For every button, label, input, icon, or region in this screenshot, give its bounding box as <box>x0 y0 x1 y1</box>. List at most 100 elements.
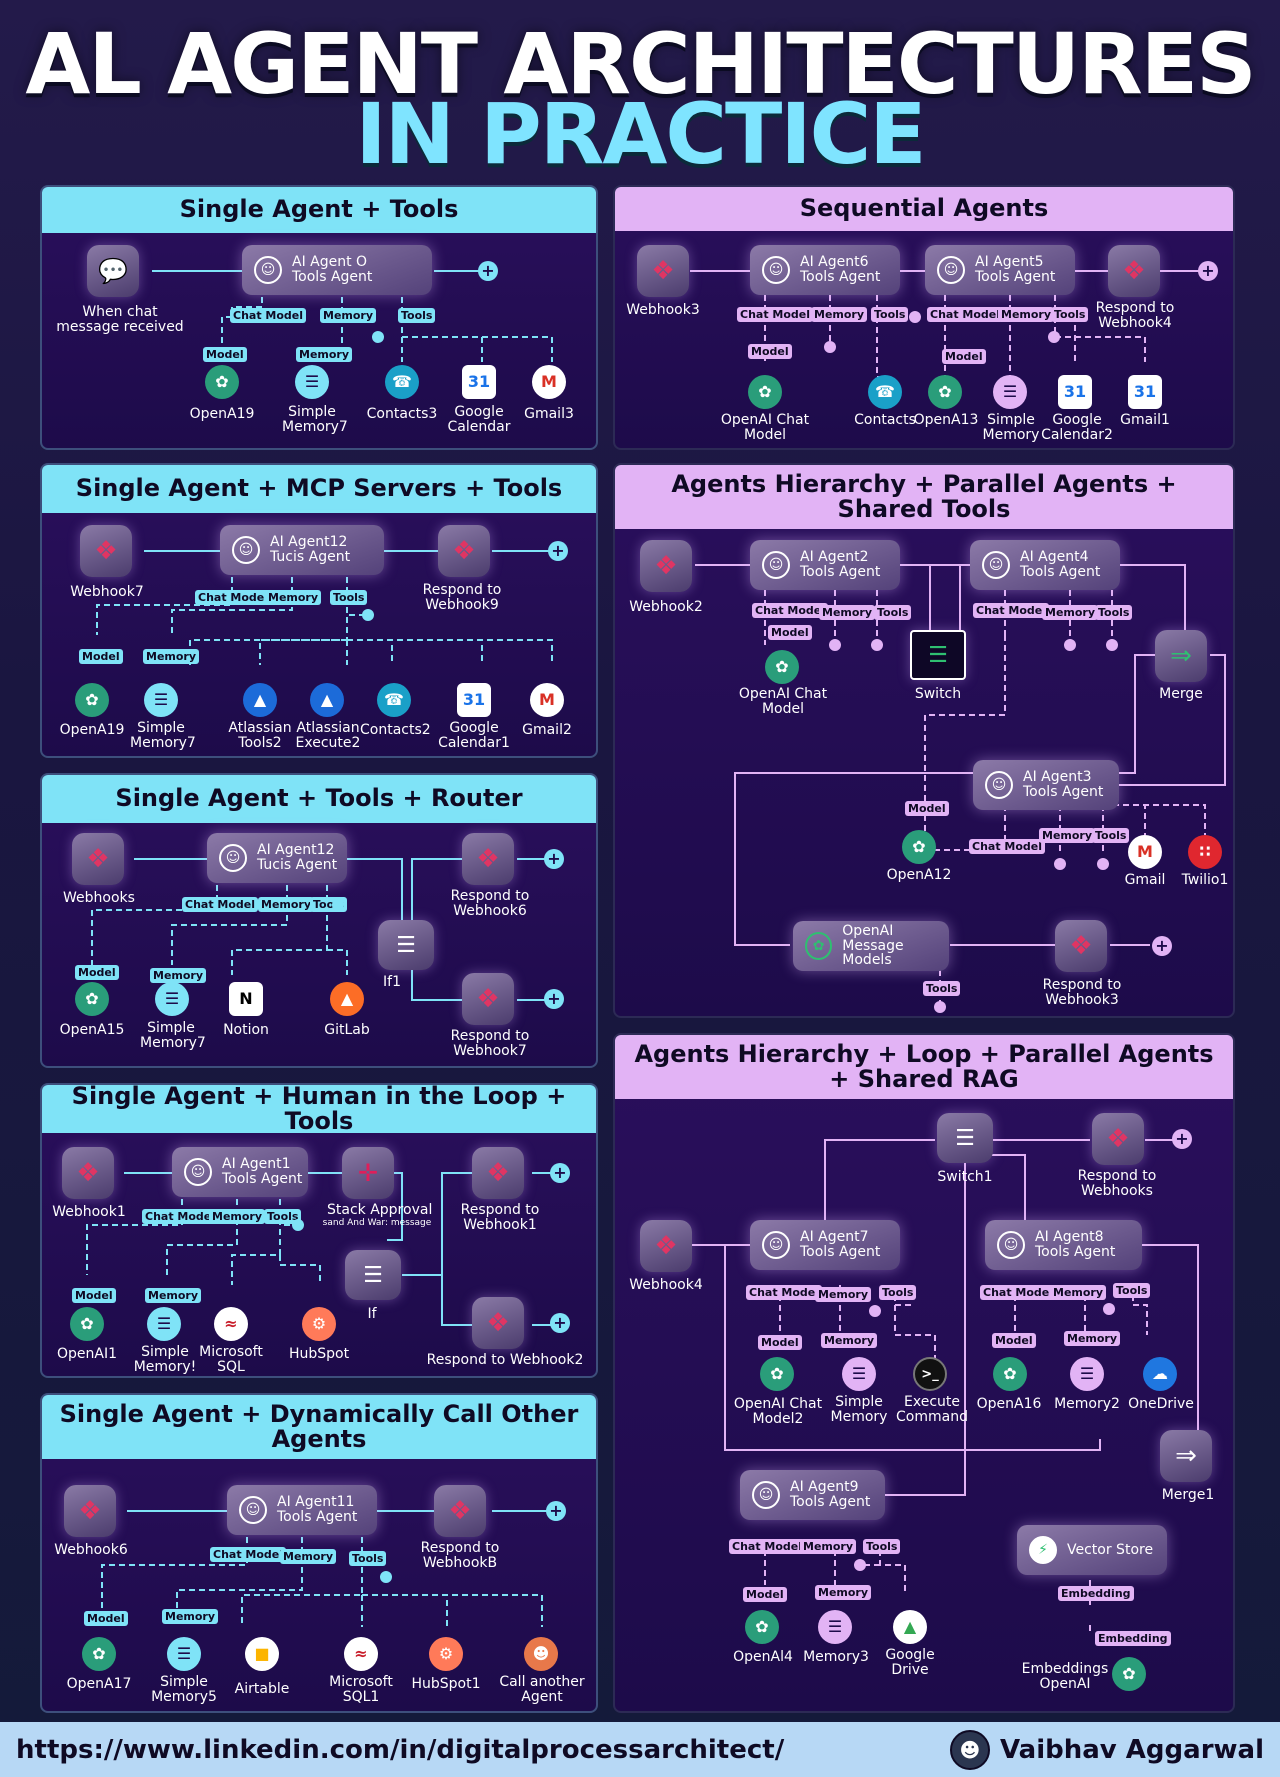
gmail-icon[interactable]: M <box>530 683 564 717</box>
openai-icon[interactable]: ✿ <box>748 375 782 409</box>
gmail-icon[interactable]: M <box>532 365 566 399</box>
hubspot-icon[interactable]: ⚙ <box>429 1637 463 1671</box>
tool-label: OpenA16 <box>976 1396 1042 1412</box>
openai-icon[interactable]: ✿ <box>760 1357 794 1391</box>
switch-node[interactable]: ☰ <box>937 1113 993 1163</box>
add-icon[interactable]: + <box>544 989 564 1009</box>
atlassian-icon[interactable]: ▲ <box>310 683 344 717</box>
contacts-icon[interactable]: ☎ <box>868 375 902 409</box>
memory-icon[interactable]: ☰ <box>818 1610 852 1644</box>
memory-icon[interactable]: ☰ <box>147 1307 181 1341</box>
agent-node-b[interactable]: ☺ AI Agent8 Tools Agent <box>985 1220 1142 1270</box>
openai-icon[interactable]: ✿ <box>765 650 799 684</box>
agent-node-c[interactable]: ☺ AI Agent3 Tools Agent <box>973 760 1119 810</box>
openai-icon[interactable]: ✿ <box>993 1357 1027 1391</box>
respond-node[interactable]: ❖ <box>438 525 490 577</box>
memory-icon[interactable]: ☰ <box>993 375 1027 409</box>
gitlab-icon[interactable]: ▲ <box>330 982 364 1016</box>
google-calendar-icon[interactable]: 31 <box>462 365 496 399</box>
webhook-node[interactable]: ❖ <box>64 1485 116 1537</box>
webhook-node[interactable]: ❖ <box>640 1220 692 1272</box>
merge-node[interactable]: ⇒ <box>1155 630 1207 682</box>
contacts-icon[interactable]: ☎ <box>385 365 419 399</box>
agent-person-icon[interactable]: ☻ <box>524 1637 558 1671</box>
add-icon[interactable]: + <box>1172 1129 1192 1149</box>
airtable-icon[interactable]: ■ <box>245 1637 279 1671</box>
terminal-icon[interactable]: >_ <box>913 1357 947 1391</box>
memory-icon[interactable]: ☰ <box>842 1357 876 1391</box>
openai-icon[interactable]: ✿ <box>70 1307 104 1341</box>
memory-icon[interactable]: ☰ <box>1070 1357 1104 1391</box>
webhook-node[interactable]: ❖ <box>637 245 689 297</box>
agent-node-c[interactable]: ☺ AI Agent9 Tools Agent <box>740 1470 885 1520</box>
openai-icon[interactable]: ✿ <box>1112 1657 1146 1691</box>
respond-node-b[interactable]: ❖ <box>462 973 514 1025</box>
agent-node-a[interactable]: ☺ AI Agent6 Tools Agent <box>750 245 900 295</box>
agent-node[interactable]: ☺ AI Agent O Tools Agent <box>242 245 432 295</box>
merge-node[interactable]: ⇒ <box>1160 1430 1212 1482</box>
gmail-icon[interactable]: M <box>1128 835 1162 869</box>
profile-link[interactable]: https://www.linkedin.com/in/digitalproce… <box>16 1734 785 1765</box>
add-icon[interactable]: + <box>478 261 498 281</box>
agent-node[interactable]: ☺ AI Agent12 Tucis Agent <box>207 833 347 883</box>
agent-node[interactable]: ☺ AI Agent11 Tools Agent <box>227 1485 377 1535</box>
openai-icon[interactable]: ✿ <box>75 683 109 717</box>
memory-icon[interactable]: ☰ <box>155 982 189 1016</box>
chat-trigger-node[interactable]: 💬 <box>87 245 139 297</box>
openai-icon[interactable]: ✿ <box>75 982 109 1016</box>
agent-node-b[interactable]: ☺ AI Agent4 Tools Agent <box>970 540 1120 590</box>
twilio-icon[interactable]: ∷ <box>1188 835 1222 869</box>
webhook-node[interactable]: ❖ <box>80 525 132 577</box>
microsoft-sql-icon[interactable]: ≈ <box>344 1637 378 1671</box>
memory-icon[interactable]: ☰ <box>295 365 329 399</box>
google-calendar-icon[interactable]: 31 <box>457 683 491 717</box>
add-icon[interactable]: + <box>1152 936 1172 956</box>
google-drive-icon[interactable]: ▲ <box>893 1610 927 1644</box>
respond-node-a[interactable]: ❖ <box>462 833 514 885</box>
notion-icon[interactable]: N <box>229 982 263 1016</box>
add-icon[interactable]: + <box>550 1313 570 1333</box>
onedrive-icon[interactable]: ☁ <box>1143 1357 1177 1391</box>
vector-store-node[interactable]: ⚡ Vector Store <box>1017 1525 1167 1575</box>
openai-icon[interactable]: ✿ <box>928 375 962 409</box>
trigger-label: Webhook4 <box>629 1277 703 1293</box>
tag-tools: Tools <box>1095 605 1133 620</box>
contacts-icon[interactable]: ☎ <box>377 683 411 717</box>
model-node[interactable]: ✿ OpenAI Message Models <box>793 921 949 971</box>
memory-icon[interactable]: ☰ <box>144 683 178 717</box>
webhook-node[interactable]: ❖ <box>72 833 124 885</box>
webhook-node[interactable]: ❖ <box>62 1147 114 1199</box>
respond-node-b[interactable]: ❖ <box>472 1297 524 1349</box>
respond-node[interactable]: ❖ <box>434 1485 486 1537</box>
agent-node[interactable]: ☺ AI Agent12 Tucis Agent <box>220 525 384 575</box>
google-calendar-icon[interactable]: 31 <box>1058 375 1092 409</box>
router-node[interactable]: ☰ <box>345 1250 401 1300</box>
memory-icon[interactable]: ☰ <box>167 1637 201 1671</box>
add-icon[interactable]: + <box>546 1501 566 1521</box>
add-icon[interactable]: + <box>550 1163 570 1183</box>
openai-icon[interactable]: ✿ <box>82 1637 116 1671</box>
add-icon[interactable]: + <box>1198 261 1218 281</box>
panel-mcp-servers: Single Agent + MCP Servers + Tools ❖ Web… <box>40 463 598 758</box>
switch-node[interactable]: ☰ <box>910 630 966 680</box>
hubspot-icon[interactable]: ⚙ <box>302 1307 336 1341</box>
respond-node-a[interactable]: ❖ <box>472 1147 524 1199</box>
agent-node-a[interactable]: ☺ AI Agent2 Tools Agent <box>750 540 900 590</box>
router-node[interactable]: ☰ <box>378 920 434 970</box>
openai-icon[interactable]: ✿ <box>902 830 936 864</box>
agent-node-a[interactable]: ☺ AI Agent7 Tools Agent <box>750 1220 900 1270</box>
respond-node[interactable]: ❖ <box>1055 920 1107 972</box>
agent-node-b[interactable]: ☺ AI Agent5 Tools Agent <box>925 245 1075 295</box>
add-icon[interactable]: + <box>548 541 568 561</box>
agent-node[interactable]: ☺ AI Agent1 Tools Agent <box>172 1147 308 1197</box>
openai-icon[interactable]: ✿ <box>745 1610 779 1644</box>
microsoft-sql-icon[interactable]: ≈ <box>214 1307 248 1341</box>
slack-approval-node[interactable]: ✛ <box>342 1147 394 1199</box>
openai-icon[interactable]: ✿ <box>205 365 239 399</box>
webhook-node[interactable]: ❖ <box>640 540 692 592</box>
add-icon[interactable]: + <box>544 849 564 869</box>
gmail-icon[interactable]: 31 <box>1128 375 1162 409</box>
respond-node[interactable]: ❖ <box>1092 1113 1144 1165</box>
atlassian-icon[interactable]: ▲ <box>243 683 277 717</box>
respond-node[interactable]: ❖ <box>1108 245 1160 297</box>
